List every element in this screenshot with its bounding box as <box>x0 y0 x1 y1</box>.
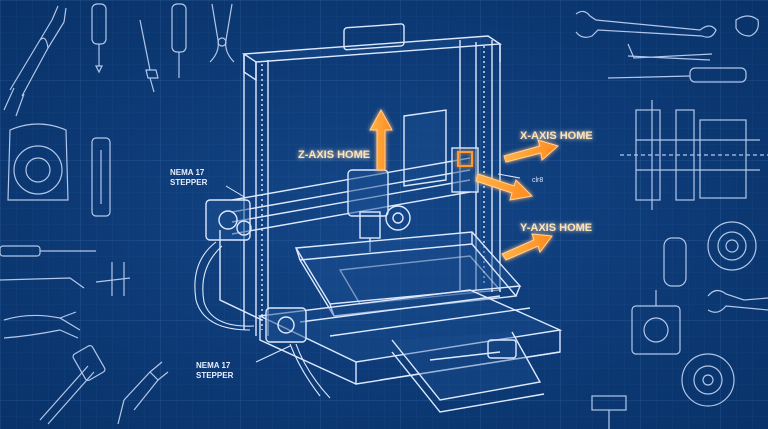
pliers-icon <box>3 5 67 117</box>
part-section-drawing <box>620 100 768 210</box>
heated-bed <box>294 231 522 317</box>
wrench-icon <box>575 10 717 38</box>
printer-drawing <box>194 23 563 413</box>
base-frame <box>257 289 563 413</box>
x-endstop <box>457 151 473 167</box>
allen-key-icon <box>627 43 713 61</box>
axis-arrows <box>369 108 560 261</box>
callout-leaders <box>225 173 521 363</box>
roller-icon <box>91 137 111 217</box>
screwdriver-icon <box>607 67 747 83</box>
clr-leader <box>497 173 521 179</box>
hammer-icon <box>39 345 106 425</box>
screwdriver-icon <box>91 3 107 74</box>
roller-icon <box>663 237 687 287</box>
nema-bottom-leader <box>255 345 291 363</box>
nema-top-label-line1: NEMA 17 <box>170 168 205 177</box>
extruder-carriage <box>347 169 411 252</box>
allen-key-icon <box>0 262 131 296</box>
left-upright <box>243 54 269 336</box>
x-axis-home-label: X-AXIS HOME <box>520 130 593 142</box>
x-motor-left <box>205 199 252 241</box>
y-axis-arrow <box>501 233 553 261</box>
y-axis-home-label: Y-AXIS HOME <box>520 222 592 234</box>
nema-top-leader <box>225 185 247 199</box>
cables <box>194 241 331 399</box>
hammer-icon <box>591 395 627 429</box>
pliers-icon <box>3 311 81 339</box>
wrench-icon <box>707 289 768 313</box>
stepper-motor-icon <box>631 290 681 355</box>
nema-top-label-line2: STEPPER <box>170 178 208 187</box>
screwdriver-icon <box>139 19 159 93</box>
z-axis-home-label: Z-AXIS HOME <box>298 149 370 161</box>
clr-note-label: clr8 <box>532 177 543 184</box>
x-end-right <box>451 147 479 193</box>
nema-bottom-label-line1: NEMA 17 <box>196 361 231 370</box>
spool-box <box>403 109 447 187</box>
labels: Z-AXIS HOME X-AXIS HOME Y-AXIS HOME NEMA… <box>170 130 593 380</box>
cutter-icon <box>117 361 169 425</box>
y-direction-arrow <box>475 173 534 201</box>
pliers-icon <box>209 3 235 63</box>
bearing-icon <box>707 221 757 271</box>
screwdriver-icon <box>171 3 187 78</box>
tape-roll-icon <box>7 123 69 201</box>
z-axis-arrow <box>369 108 393 171</box>
nema-bottom-label-line2: STEPPER <box>196 371 234 380</box>
x-axis-arrow <box>503 139 560 163</box>
screwdriver-icon <box>0 245 96 257</box>
wrench-icon <box>735 15 759 37</box>
left-leg <box>219 230 263 321</box>
z-motor-left <box>265 307 307 343</box>
bearing-icon <box>681 353 735 407</box>
